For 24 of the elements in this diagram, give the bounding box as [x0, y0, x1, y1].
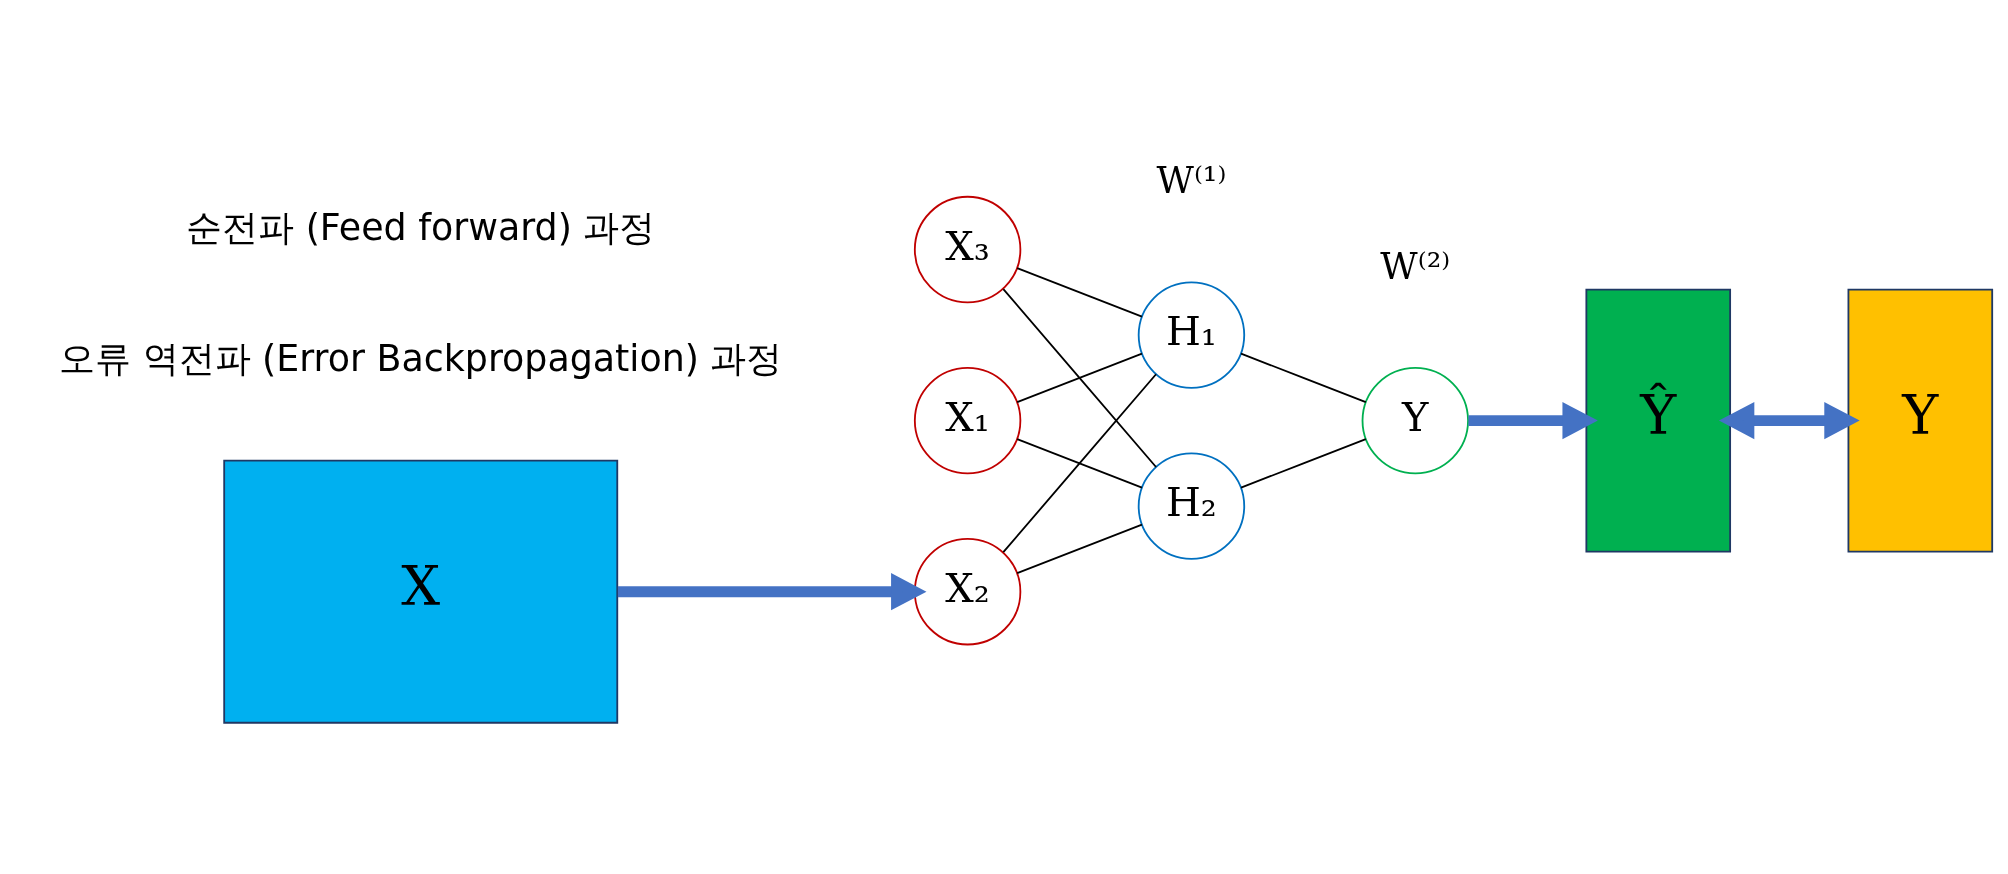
node-circle: Y [1361, 366, 1469, 475]
node-box: Y [1847, 288, 1994, 553]
arrow [1718, 402, 1860, 440]
arrow [617, 573, 927, 611]
node-circle: X₃ [913, 195, 1022, 304]
label: W⁽¹⁾ [1156, 159, 1227, 203]
node-circle: H₁ [1137, 281, 1246, 389]
node-circle: H₂ [1137, 452, 1246, 560]
connector [1016, 352, 1143, 403]
node-circle: X₂ [913, 538, 1022, 646]
label: 오류 역전파 (Error Backpropagation) 과정 [58, 337, 783, 381]
connector [1002, 288, 1157, 468]
connector [1016, 267, 1143, 318]
label: W⁽²⁾ [1380, 244, 1451, 288]
node-box: Ŷ [1585, 288, 1732, 553]
connector [1240, 352, 1367, 403]
connector [1016, 523, 1143, 575]
label: 순전파 (Feed forward) 과정 [186, 206, 656, 250]
arrow [1468, 402, 1598, 440]
node-box: X [223, 459, 619, 724]
connector [1002, 373, 1157, 554]
node-circle: X₁ [913, 366, 1022, 475]
connector [1240, 438, 1367, 489]
connector [1016, 438, 1143, 489]
